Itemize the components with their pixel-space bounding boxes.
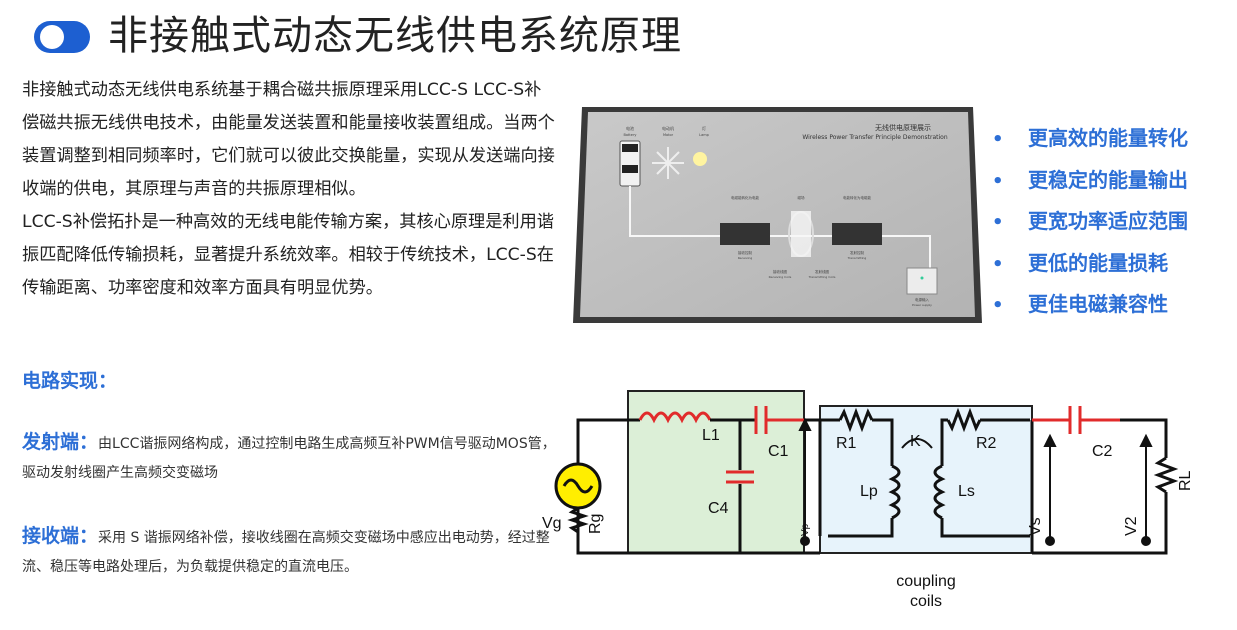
transmitter-network-box <box>627 390 805 554</box>
label-C2: C2 <box>1092 443 1113 460</box>
photo-title-cn: 无线供电原理展示 <box>875 123 931 132</box>
receiver-label: 接收端： <box>22 525 99 547</box>
label-lamp-en: Lamp <box>699 133 710 137</box>
label-Vs: Vs <box>1027 517 1044 536</box>
label-receiving-coils: 接收线圈 <box>773 269 787 274</box>
benefit-label: 更低的能量损耗 <box>1028 250 1168 275</box>
label-battery-en: Battery <box>624 133 637 137</box>
label-Rg: Rg <box>587 514 604 534</box>
label-transmit-circuit: 发射控制 <box>850 250 864 255</box>
label-transmitting-coils-en: Transmitting Coils <box>808 275 836 279</box>
toggle-icon <box>34 21 90 53</box>
benefit-item: • 更高效的能量转化 <box>992 122 1188 164</box>
label-RL: RL <box>1177 470 1194 491</box>
bullet-icon: • <box>992 129 1004 150</box>
transmitting-circuit-box <box>832 223 882 245</box>
label-power-input: 电源输入 <box>915 297 929 302</box>
rg-resistor-icon <box>567 506 589 534</box>
label-L1: L1 <box>702 427 720 444</box>
toggle-knob <box>40 25 64 49</box>
benefit-label: 更佳电磁兼容性 <box>1028 292 1168 316</box>
coupling-box <box>819 405 1033 554</box>
label-tx-convert: 电能转化为电磁能 <box>843 195 871 200</box>
label-transmitting-coils: 发射线圈 <box>815 269 829 274</box>
bullet-icon: • <box>992 170 1004 192</box>
label-coils: coils <box>910 593 942 610</box>
benefit-item: • 更宽功率适应范围 <box>992 205 1188 247</box>
label-motor-en: Motor <box>663 133 674 137</box>
label-Lp: Lp <box>860 483 878 500</box>
power-supply-box <box>906 267 938 295</box>
intro-text: 非接触式动态无线供电系统基于耦合磁共振原理采用LCC-S LCC-S补偿磁共振无… <box>22 74 557 305</box>
label-V2: V2 <box>1123 516 1140 536</box>
benefit-item: • 更低的能量损耗 <box>992 247 1188 289</box>
lcc-s-circuit-diagram: L1 C1 C4 Vg Rg R1 R2 K Lp Ls Vp Vs V2 C2… <box>542 390 1194 610</box>
circuit-heading: 电路实现： <box>22 370 118 392</box>
transmitter-text: 由LCC谐振网络构成，通过控制电路生成高频互补PWM信号驱动MOS管，驱动发射线… <box>22 436 556 481</box>
lamp-icon <box>693 152 707 166</box>
intro-paragraph-1: 非接触式动态无线供电系统基于耦合磁共振原理采用LCC-S LCC-S补偿磁共振无… <box>22 80 555 199</box>
benefit-label: 更高效的能量转化 <box>1028 126 1188 150</box>
photo-title-en: Wireless Power Transfer Principle Demons… <box>802 134 948 141</box>
page-title: 非接触式动态无线供电系统原理 <box>108 13 682 59</box>
label-Ls: Ls <box>958 483 975 500</box>
benefit-item: • 更稳定的能量输出 <box>992 164 1188 206</box>
label-receiving-circuit-en: Receiving <box>738 256 753 260</box>
label-receiving-circuit: 接收控制 <box>738 250 752 255</box>
label-field: 磁场 <box>798 195 806 200</box>
label-Vp: Vp <box>800 523 811 536</box>
label-transmit-circuit-en: Transmitting <box>847 256 867 260</box>
transmitter-label: 发射端： <box>22 431 99 453</box>
label-Vg: Vg <box>542 515 562 532</box>
transmitter-description: 发射端：由LCC谐振网络构成，通过控制电路生成高频互补PWM信号驱动MOS管，驱… <box>22 428 562 488</box>
bullet-icon: • <box>992 295 1004 316</box>
label-C1: C1 <box>768 443 789 460</box>
label-R2: R2 <box>976 435 997 452</box>
label-motor: 电动机 <box>662 125 674 131</box>
label-coupling: coupling <box>896 573 956 590</box>
fan-icon <box>652 147 684 179</box>
receiver-text: 采用 S 谐振网络补偿，接收线圈在高频交变磁场中感应出电动势，经过整流、稳压等电… <box>22 530 550 575</box>
receiving-circuit-box <box>720 223 770 245</box>
label-R1: R1 <box>836 435 857 452</box>
intro-paragraph-2: LCC-S补偿拓扑是一种高效的无线电能传输方案，其核心原理是利用谐振匹配降低传输… <box>22 212 554 298</box>
label-C4: C4 <box>708 500 729 517</box>
coupling-arrow-icon <box>901 438 933 449</box>
label-battery: 电池 <box>626 125 634 131</box>
demo-board-photo: 无线供电原理展示 Wireless Power Transfer Princip… <box>573 107 982 323</box>
benefit-item: • 更佳电磁兼容性 <box>992 288 1188 330</box>
benefit-label: 更稳定的能量输出 <box>1028 167 1188 192</box>
benefits-list: • 更高效的能量转化 • 更稳定的能量输出 • 更宽功率适应范围 • 更低的能量损耗 •… <box>992 122 1188 330</box>
bullet-icon: • <box>992 253 1004 275</box>
coil-center <box>791 211 811 257</box>
label-receiving-coils-en: Receiving Coils <box>769 275 792 279</box>
label-power-input-en: Power supply <box>912 303 932 307</box>
bullet-icon: • <box>992 212 1004 233</box>
label-lamp: 灯 <box>702 125 706 131</box>
label-rx-convert: 电磁能转化为电能 <box>731 195 759 200</box>
receiver-description: 接收端：采用 S 谐振网络补偿，接收线圈在高频交变磁场中感应出电动势，经过整流、… <box>22 522 562 582</box>
label-K: K <box>910 433 921 450</box>
benefit-label: 更宽功率适应范围 <box>1028 209 1188 233</box>
